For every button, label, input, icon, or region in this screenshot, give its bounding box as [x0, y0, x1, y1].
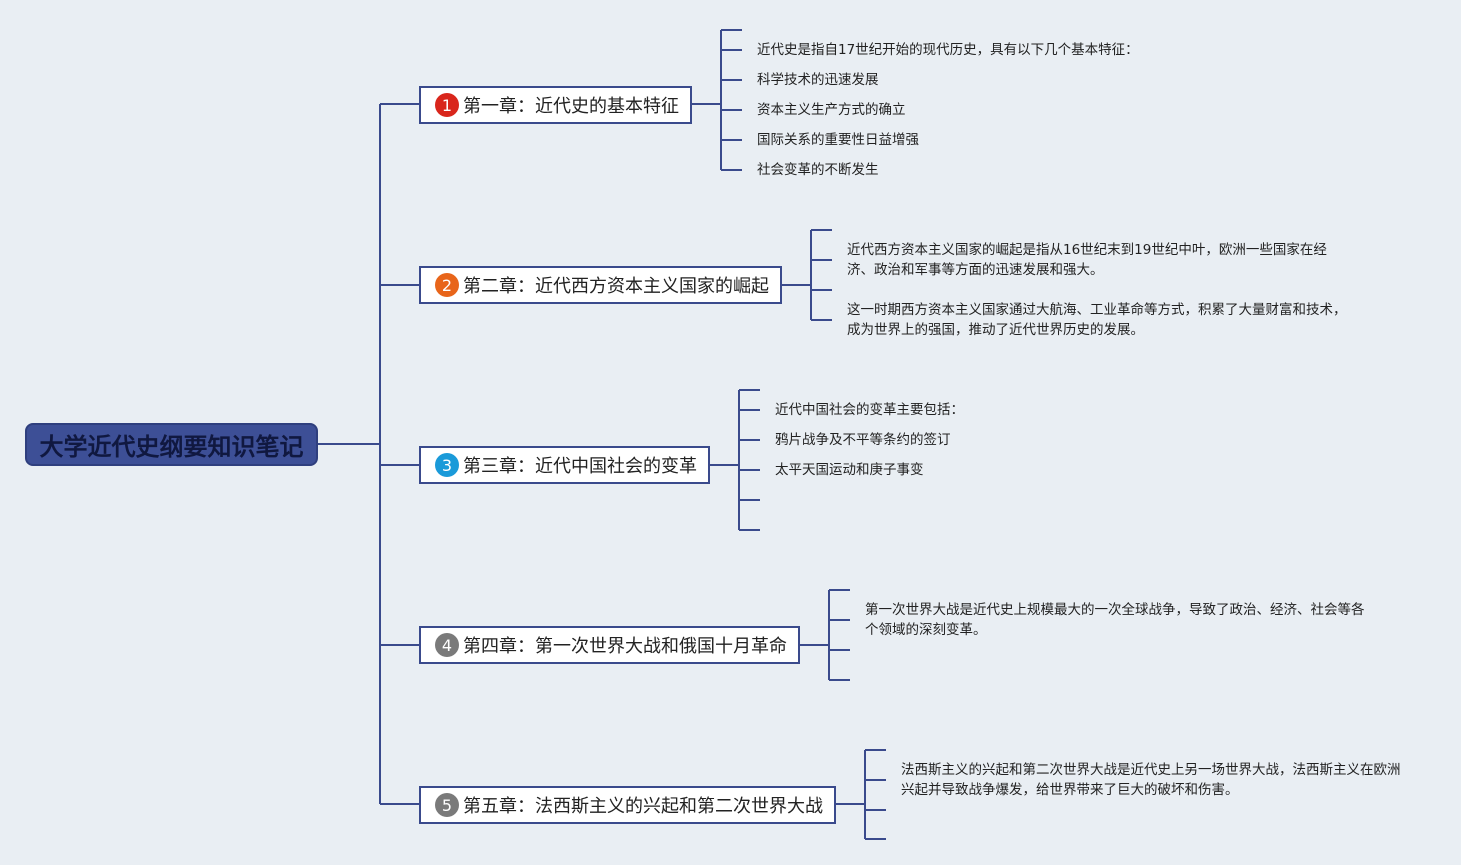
root-topic[interactable]: 大学近代史纲要知识笔记	[25, 423, 318, 466]
chapter-4-note: 第一次世界大战是近代史上规模最大的一次全球战争，导致了政治、经济、社会等各个领域…	[865, 602, 1365, 638]
chapter-4-node[interactable]: 4 第四章：第一次世界大战和俄国十月革命	[419, 626, 800, 664]
chapter-3-note: 近代中国社会的变革主要包括：	[775, 402, 964, 418]
chapter-2-note: 这一时期西方资本主义国家通过大航海、工业革命等方式，积累了大量财富和技术，成为世…	[847, 302, 1347, 338]
chapter-5-title: 第五章：法西斯主义的兴起和第二次世界大战	[463, 796, 823, 817]
chapter-1-title: 第一章：近代史的基本特征	[463, 96, 679, 117]
chapter-5-note: 法西斯主义的兴起和第二次世界大战是近代史上另一场世界大战，法西斯主义在欧洲兴起并…	[901, 762, 1401, 798]
chapter-1-note: 科学技术的迅速发展	[757, 72, 879, 88]
chapter-1-note: 近代史是指自17世纪开始的现代历史，具有以下几个基本特征：	[757, 42, 1139, 58]
chapter-2-title: 第二章：近代西方资本主义国家的崛起	[463, 276, 769, 297]
chapter-1-note: 国际关系的重要性日益增强	[757, 132, 919, 148]
chapter-2-note: 近代西方资本主义国家的崛起是指从16世纪末到19世纪中叶，欧洲一些国家在经济、政…	[847, 242, 1327, 278]
number-5-badge: 5	[435, 793, 459, 817]
chapter-5-node[interactable]: 5 第五章：法西斯主义的兴起和第二次世界大战	[419, 786, 836, 824]
chapter-3-node[interactable]: 3 第三章：近代中国社会的变革	[419, 446, 710, 484]
chapter-3-note: 太平天国运动和庚子事变	[775, 462, 924, 478]
chapter-3-note: 鸦片战争及不平等条约的签订	[775, 432, 951, 448]
root-title: 大学近代史纲要知识笔记	[39, 433, 304, 461]
number-2-badge: 2	[435, 273, 459, 297]
chapter-1-node[interactable]: 1 第一章：近代史的基本特征	[419, 86, 692, 124]
chapter-2-node[interactable]: 2 第二章：近代西方资本主义国家的崛起	[419, 266, 782, 304]
chapter-3-title: 第三章：近代中国社会的变革	[463, 456, 697, 477]
chapter-4-title: 第四章：第一次世界大战和俄国十月革命	[463, 636, 787, 657]
number-3-badge: 3	[435, 453, 459, 477]
number-4-badge: 4	[435, 633, 459, 657]
number-1-badge: 1	[435, 93, 459, 117]
chapter-1-note: 社会变革的不断发生	[757, 162, 879, 178]
chapter-1-note: 资本主义生产方式的确立	[757, 102, 906, 118]
